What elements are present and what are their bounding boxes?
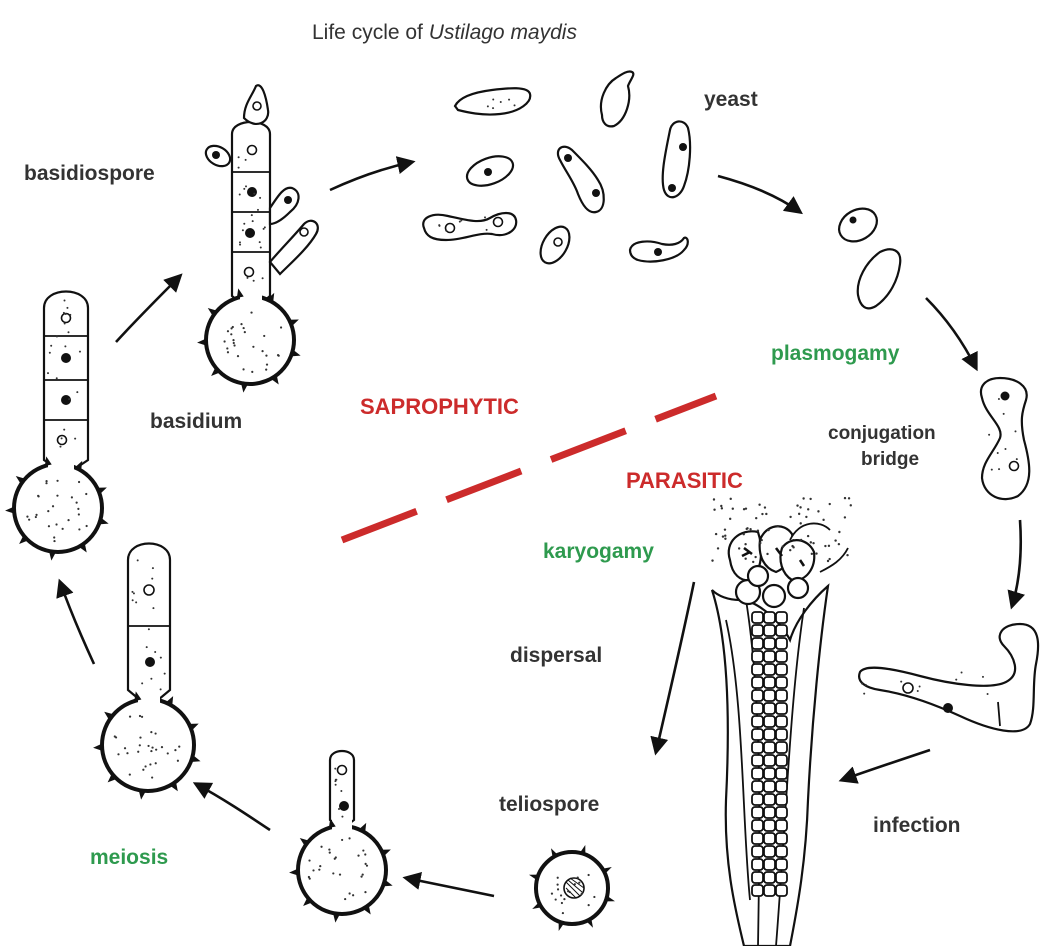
label-bridge: bridge	[861, 449, 919, 470]
label-basidium: basidium	[150, 410, 242, 433]
corn-ear	[711, 497, 852, 946]
label-dispersal: dispersal	[510, 644, 602, 667]
label-basidiospore: basidiospore	[24, 162, 155, 185]
meiosis-basidium	[102, 544, 194, 792]
label-conjugation: conjugation	[828, 423, 936, 444]
arrow-yeast-to-plasmogamy	[718, 176, 800, 212]
arrow-infection-to-corn	[842, 750, 930, 780]
teliospore	[529, 845, 615, 931]
arrow-plasmogamy-to-conjugation	[926, 298, 976, 368]
arrow-basidiospore-to-yeast	[330, 162, 412, 190]
label-plasmogamy: plasmogamy	[771, 342, 900, 365]
arrow-meiosis-up	[60, 582, 94, 664]
basidium-left	[14, 292, 102, 553]
diagram-title: Life cycle of Ustilago maydis	[312, 21, 577, 44]
label-yeast: yeast	[704, 88, 758, 111]
label-teliospore: teliospore	[499, 793, 599, 816]
arrow-basidium-up	[116, 276, 180, 342]
infection-hypha	[859, 624, 1038, 731]
arrow-germination-to-meiosis	[196, 784, 270, 830]
label-karyogamy: karyogamy	[543, 540, 654, 563]
arrow-teliospore-to-germination	[406, 878, 494, 896]
label-parasitic: PARASITIC	[626, 468, 743, 493]
label-infection: infection	[873, 814, 961, 837]
basidium-top	[202, 85, 318, 384]
label-saprophytic: SAPROPHYTIC	[360, 394, 519, 419]
arrow-conjugation-to-infection	[1012, 520, 1021, 606]
arrow-karyogamy-dispersal	[656, 582, 694, 752]
yeast-cells	[423, 71, 900, 308]
label-meiosis: meiosis	[90, 846, 168, 869]
germinating-teliospore	[298, 751, 386, 914]
